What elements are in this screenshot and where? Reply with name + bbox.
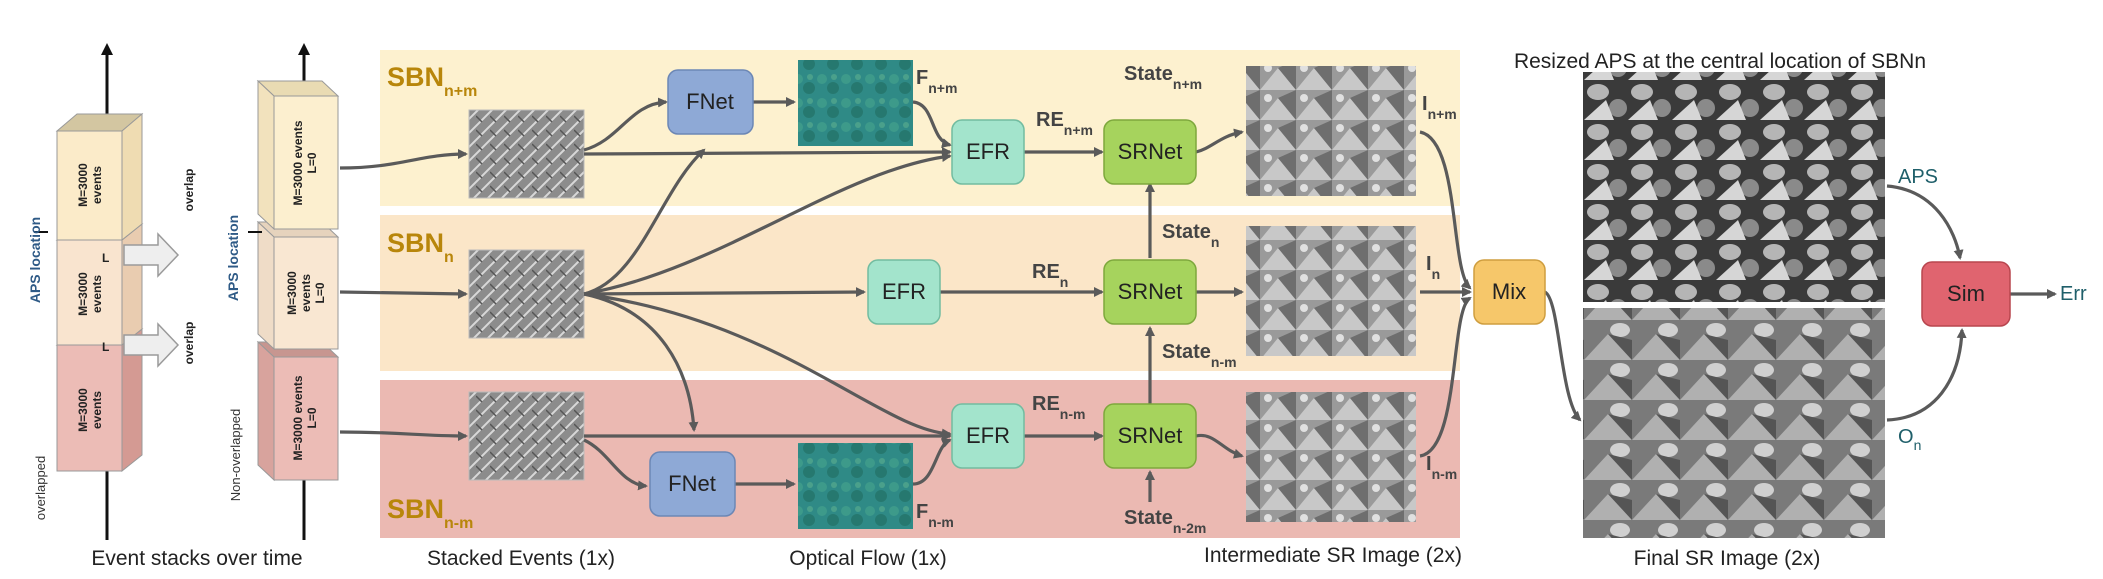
svg-text:Non-overlapped: Non-overlapped: [228, 409, 243, 502]
label-f-bot: Fn-m: [916, 501, 954, 530]
caption-event-stacks: Event stacks over time: [91, 547, 302, 570]
intermediate-sr-image-bot: [1246, 392, 1416, 522]
label-i-mid: In: [1426, 253, 1440, 282]
svg-text:FNet: FNet: [686, 89, 734, 114]
caption-stacked-events: Stacked Events (1x): [427, 547, 615, 570]
svg-text:SRNet: SRNet: [1118, 139, 1183, 164]
svg-text:L: L: [102, 251, 109, 265]
label-err: Err: [2060, 283, 2087, 305]
node-srnet-top: SRNet: [1103, 119, 1197, 185]
caption-intermediate-sr: Intermediate SR Image (2x): [1204, 544, 1462, 567]
band-label-top: SBNn+m: [387, 62, 477, 100]
intermediate-sr-image-mid: [1246, 226, 1416, 356]
optical-flow-image-bot: [798, 443, 913, 529]
node-efr-bot: EFR: [951, 403, 1025, 469]
svg-text:M=3000 eventsL=0: M=3000 eventsL=0: [291, 375, 319, 460]
svg-text:overlapped: overlapped: [33, 456, 48, 520]
svg-text:L: L: [102, 340, 109, 354]
event-stacks-overlapped: M=3000events M=3000events M=3000events L…: [27, 43, 196, 540]
stacked-event-image-mid: [468, 249, 585, 339]
caption-optical-flow: Optical Flow (1x): [789, 547, 947, 570]
node-efr-mid: EFR: [867, 259, 941, 325]
node-mix: Mix: [1473, 259, 1546, 325]
band-label-mid: SBNn: [387, 228, 454, 266]
stacked-event-image-bot: [468, 391, 585, 481]
svg-text:FNet: FNet: [668, 471, 716, 496]
label-state-nm: Staten-m: [1162, 341, 1237, 370]
svg-text:SRNet: SRNet: [1118, 279, 1183, 304]
label-aps: APS: [1898, 166, 1938, 188]
label-i-top: In+m: [1422, 93, 1457, 122]
intermediate-sr-image-top: [1246, 66, 1416, 196]
caption-final-sr: Final SR Image (2x): [1634, 547, 1821, 570]
event-stacks-non-overlapped: M=3000 eventsL=0 M=3000eventsL=0 M=3000 …: [225, 43, 340, 540]
optical-flow-image-top: [798, 60, 913, 146]
label-f-top: Fn+m: [916, 67, 957, 96]
node-efr-top: EFR: [951, 119, 1025, 185]
svg-text:Mix: Mix: [1492, 279, 1526, 304]
label-state-n2m: Staten-2m: [1124, 507, 1206, 536]
svg-text:EFR: EFR: [966, 139, 1010, 164]
label-state-n: Staten: [1162, 221, 1219, 250]
label-state-top: Staten+m: [1124, 63, 1202, 92]
svg-text:EFR: EFR: [882, 279, 926, 304]
svg-text:M=3000events: M=3000events: [76, 388, 104, 432]
node-srnet-bot: SRNet: [1103, 403, 1197, 469]
label-re-top: REn+m: [1036, 109, 1093, 138]
label-on: On: [1898, 426, 1921, 453]
svg-text:M=3000events: M=3000events: [76, 272, 104, 316]
svg-text:overlap: overlap: [182, 322, 196, 365]
svg-text:SRNet: SRNet: [1118, 423, 1183, 448]
svg-text:M=3000eventsL=0: M=3000eventsL=0: [285, 271, 327, 315]
band-label-bot: SBNn-m: [387, 494, 473, 532]
caption-resized-aps: Resized APS at the central location of S…: [1514, 50, 1926, 73]
stacked-event-image-top: [468, 109, 585, 199]
resized-aps-image: [1583, 72, 1885, 302]
label-re-bot: REn-m: [1032, 393, 1085, 422]
svg-text:APS location: APS location: [225, 215, 241, 301]
node-fnet-top: FNet: [667, 69, 754, 135]
svg-text:Sim: Sim: [1947, 281, 1985, 306]
label-i-bot: In-m: [1426, 453, 1457, 482]
node-srnet-mid: SRNet: [1103, 259, 1197, 325]
svg-text:M=3000 eventsL=0: M=3000 eventsL=0: [291, 120, 319, 205]
node-sim: Sim: [1921, 261, 2011, 327]
svg-text:EFR: EFR: [966, 423, 1010, 448]
svg-text:overlap: overlap: [182, 169, 196, 212]
final-sr-image: [1583, 308, 1885, 538]
svg-text:M=3000events: M=3000events: [76, 163, 104, 207]
edges: [339, 97, 2057, 502]
label-re-mid: REn: [1032, 261, 1068, 290]
svg-text:APS location: APS location: [27, 217, 43, 303]
node-fnet-bot: FNet: [649, 451, 736, 517]
